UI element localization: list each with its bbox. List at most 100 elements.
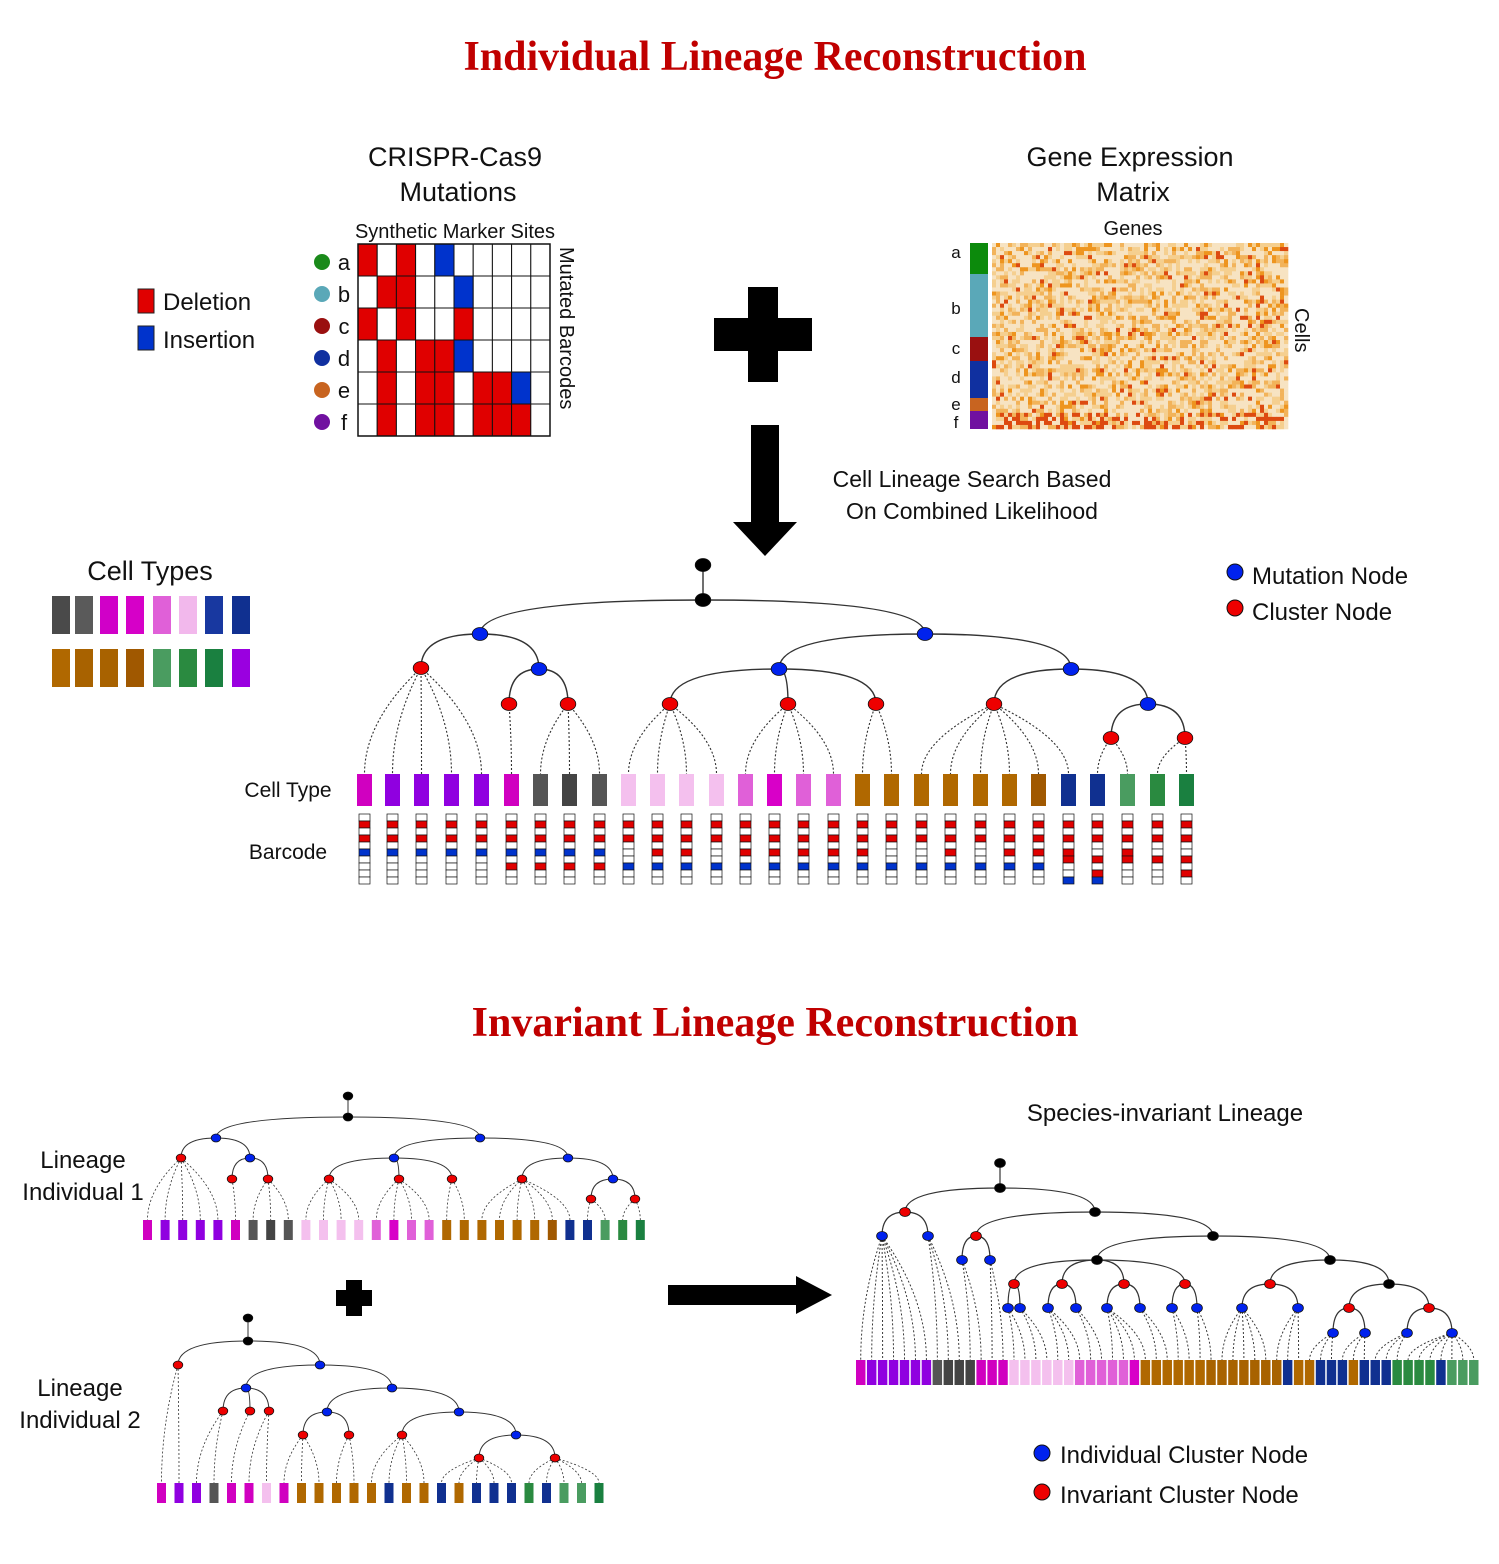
heatmap-cell [1240, 352, 1244, 356]
heatmap-cell [1232, 271, 1236, 275]
heatmap-cell [1280, 279, 1284, 283]
barcode-cell [1152, 863, 1163, 870]
heatmap-cell [1116, 300, 1120, 304]
tree-node [985, 1256, 996, 1265]
heatmap-cell [1040, 409, 1044, 413]
tree-leaf [530, 1220, 539, 1240]
heatmap-cell [1100, 360, 1104, 364]
heatmap-cell [1136, 389, 1140, 393]
heatmap-cell [1060, 316, 1064, 320]
heatmap-cell [1160, 389, 1164, 393]
heatmap-cell [1108, 320, 1112, 324]
matrix-cell [512, 276, 531, 308]
barcode-cell [623, 828, 634, 835]
heatmap-cell [1148, 320, 1152, 324]
matrix-cell [531, 340, 550, 372]
heatmap-cell [1152, 376, 1156, 380]
barcode-cell [476, 863, 487, 870]
tree-leaf-edge [876, 704, 892, 774]
heatmap-cell [1284, 356, 1288, 360]
heatmap-cell [1052, 421, 1056, 425]
barcode-cell [769, 842, 780, 849]
heatmap-cell [1180, 275, 1184, 279]
heatmap-cell [1124, 385, 1128, 389]
heatmap-cell [1152, 425, 1156, 429]
heatmap-cell [1188, 344, 1192, 348]
heatmap-cell [1084, 332, 1088, 336]
heatmap-cell [1092, 380, 1096, 384]
heatmap-cell [1220, 380, 1224, 384]
barcode-cell [828, 821, 839, 828]
heatmap-cell [1104, 259, 1108, 263]
heatmap-cell [1276, 259, 1280, 263]
barcode-cell [1122, 863, 1133, 870]
heatmap-cell [1124, 251, 1128, 255]
heatmap-cell [996, 425, 1000, 429]
heatmap-cell [1244, 421, 1248, 425]
right-arrow-icon [668, 1276, 832, 1314]
heatmap-cell [1156, 275, 1160, 279]
heatmap-cell [1268, 296, 1272, 300]
heatmap-cell [1156, 243, 1160, 247]
heatmap-cell [1168, 287, 1172, 291]
heatmap-cell [1152, 255, 1156, 259]
heatmap-cell [992, 389, 996, 393]
heatmap-cell [1008, 356, 1012, 360]
heatmap-cell [1244, 372, 1248, 376]
tree-node [387, 1384, 397, 1392]
heatmap-cell [1008, 263, 1012, 267]
heatmap-cell [1252, 393, 1256, 397]
heatmap-cell [1236, 292, 1240, 296]
barcode-cell [975, 863, 986, 870]
heatmap-cell [992, 304, 996, 308]
heatmap-cell [1204, 413, 1208, 417]
heatmap-cell [1168, 263, 1172, 267]
heatmap-cell [1000, 271, 1004, 275]
tree-node [343, 1092, 353, 1100]
heatmap-cell [1232, 348, 1236, 352]
heatmap-cell [1124, 259, 1128, 263]
heatmap-cell [1044, 255, 1048, 259]
heatmap-cell [1208, 283, 1212, 287]
matrix-cell [512, 372, 531, 404]
heatmap-cell [1048, 279, 1052, 283]
heatmap-cell [1000, 393, 1004, 397]
heatmap-cell [1036, 421, 1040, 425]
heatmap-cell [1096, 356, 1100, 360]
heatmap-cell [1140, 340, 1144, 344]
heatmap-cell [1136, 352, 1140, 356]
heatmap-cell [1280, 393, 1284, 397]
heatmap-cell [1160, 304, 1164, 308]
heatmap-cell [1276, 380, 1280, 384]
heatmap-cell [1116, 251, 1120, 255]
heatmap-cell [1252, 352, 1256, 356]
heatmap-cell [1020, 267, 1024, 271]
heatmap-cell [1280, 360, 1284, 364]
heatmap-cell [1028, 389, 1032, 393]
heatmap-cell [1132, 247, 1136, 251]
heatmap-cell [996, 292, 1000, 296]
heatmap-cell [1048, 409, 1052, 413]
heatmap-cell [1100, 340, 1104, 344]
heatmap-cell [1172, 376, 1176, 380]
barcode-cell [945, 835, 956, 842]
heatmap-cell [1276, 409, 1280, 413]
heatmap-cell [1200, 259, 1204, 263]
heatmap-cell [1256, 380, 1260, 384]
heatmap-cell [1144, 372, 1148, 376]
heatmap-cell [1000, 409, 1004, 413]
heatmap-cell [1032, 283, 1036, 287]
heatmap-cell [1184, 360, 1188, 364]
heatmap-cell [1084, 344, 1088, 348]
heatmap-cell [1108, 304, 1112, 308]
heatmap-cell [1244, 336, 1248, 340]
heatmap-cell [1100, 251, 1104, 255]
heatmap-cell [1096, 320, 1100, 324]
heatmap-cell [1104, 251, 1108, 255]
heatmap-cell [1284, 372, 1288, 376]
heatmap-cell [1272, 259, 1276, 263]
heatmap-cell [1212, 259, 1216, 263]
heatmap-cell [1200, 372, 1204, 376]
heatmap-cell [1236, 376, 1240, 380]
heatmap-cell [1208, 255, 1212, 259]
